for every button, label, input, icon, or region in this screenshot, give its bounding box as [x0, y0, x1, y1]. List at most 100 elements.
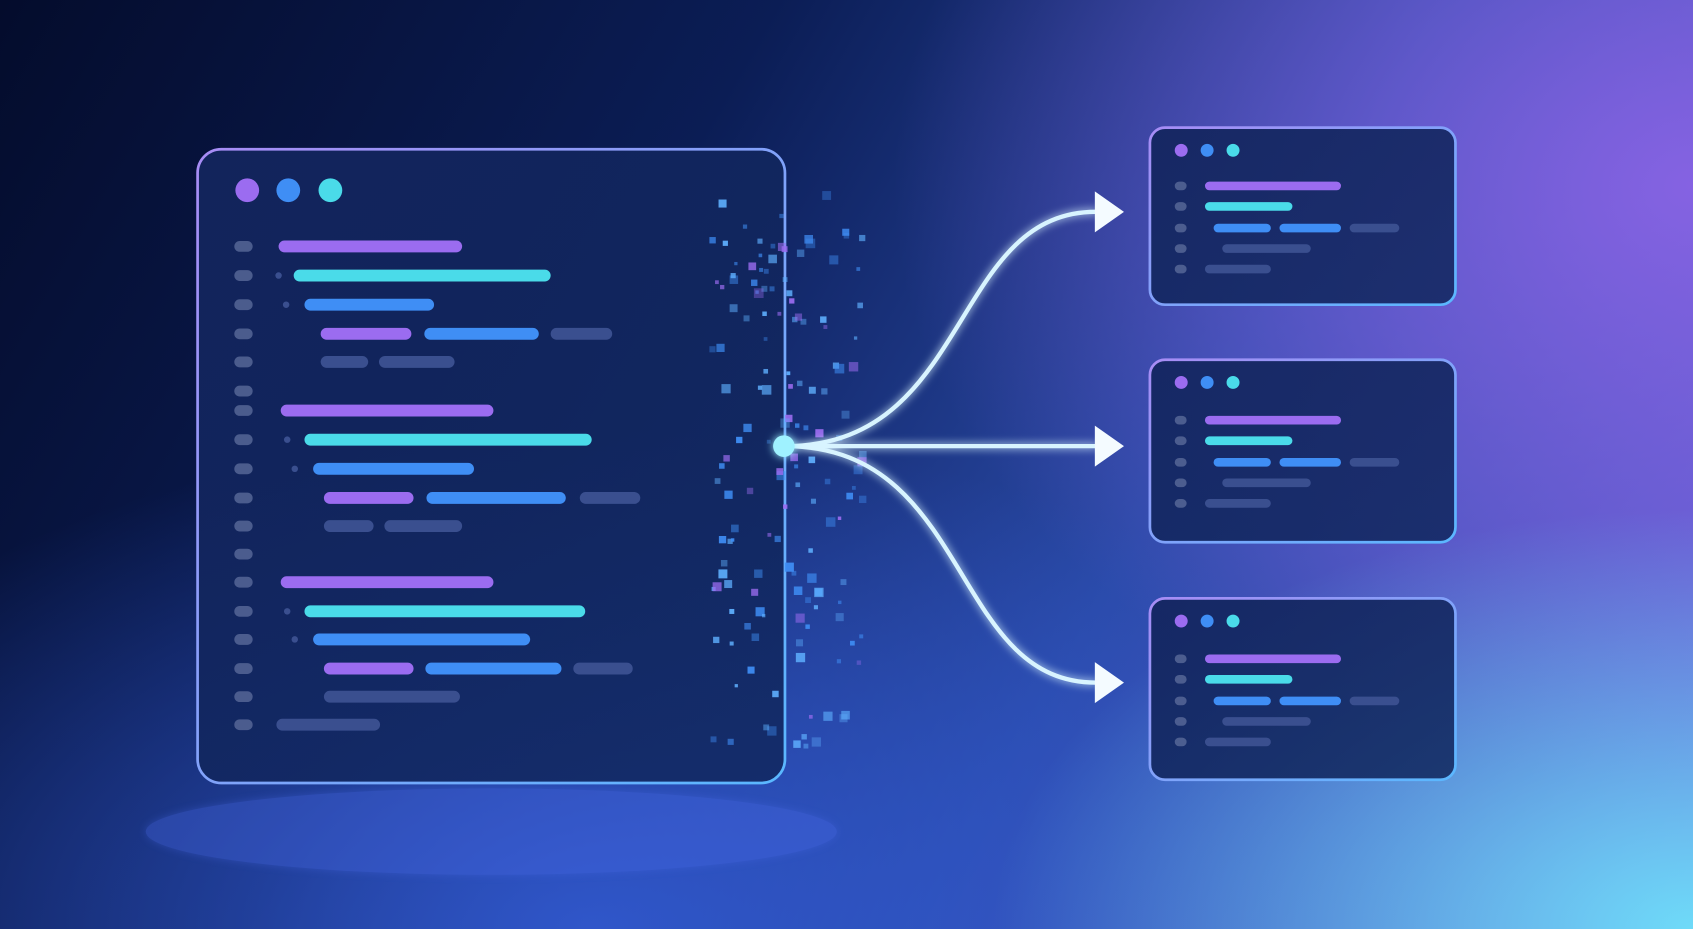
code-line-segment — [378, 355, 455, 368]
code-line — [234, 492, 641, 504]
pixel — [795, 652, 806, 663]
pixel — [759, 267, 764, 272]
pixel — [794, 313, 803, 321]
pixel — [859, 495, 867, 504]
code-line-segment — [1213, 458, 1271, 467]
code-line — [234, 633, 531, 646]
pixel — [709, 346, 716, 353]
pixel — [805, 624, 810, 629]
code-line-segment — [384, 520, 463, 532]
pixel — [763, 724, 770, 731]
pixel — [791, 570, 797, 576]
pixel — [763, 337, 768, 341]
pixel — [801, 734, 807, 740]
line-number-marker — [234, 548, 253, 560]
pixel — [808, 456, 816, 464]
code-line-segment — [278, 240, 463, 253]
code-line-segment — [320, 327, 412, 340]
pixel — [722, 240, 728, 246]
purple-dot-icon — [1174, 143, 1188, 157]
line-number-marker — [234, 328, 253, 340]
arrow-right-icon — [1094, 662, 1124, 704]
code-line — [234, 462, 474, 475]
pixel — [758, 253, 763, 258]
pixel — [810, 498, 816, 504]
pixel — [794, 464, 799, 469]
pixel — [721, 384, 731, 394]
pixel — [853, 336, 858, 340]
pixel — [841, 710, 850, 720]
line-number-marker — [1174, 181, 1187, 191]
pixel — [793, 586, 803, 595]
code-line — [234, 433, 592, 446]
source-code-lines — [234, 240, 641, 731]
window-frame — [1148, 126, 1457, 307]
pixel — [719, 463, 725, 469]
pixel — [820, 316, 827, 323]
pixel — [836, 659, 842, 664]
code-line-segment — [573, 662, 633, 675]
pixel — [803, 425, 809, 431]
pixel — [822, 191, 832, 200]
cyan-dot-icon — [1226, 614, 1240, 628]
code-line — [234, 298, 435, 311]
pixel — [718, 569, 728, 579]
line-number-marker — [1174, 458, 1187, 467]
pixel — [730, 273, 736, 279]
code-line-segment — [425, 662, 562, 675]
pixel — [835, 613, 844, 622]
pixel — [796, 249, 805, 257]
pixel — [712, 582, 722, 592]
pixel — [718, 535, 727, 544]
code-line-segment — [280, 576, 494, 589]
pixel — [837, 516, 842, 520]
code-line — [234, 404, 494, 417]
line-number-marker — [234, 240, 253, 252]
indent-dot — [291, 465, 299, 473]
code-line-segment — [1213, 223, 1271, 233]
pixel — [720, 559, 728, 567]
floor-reflection — [145, 788, 837, 875]
pixel — [846, 492, 853, 500]
pixel — [807, 573, 817, 583]
code-line-segment — [1349, 223, 1400, 233]
line-number-marker — [234, 434, 253, 446]
pixel — [813, 605, 818, 610]
code-line — [234, 548, 253, 560]
blue-dot-icon — [1200, 614, 1214, 628]
pixel — [859, 234, 866, 242]
indent-dot — [283, 436, 291, 443]
pixel — [761, 385, 772, 395]
pixel — [734, 684, 738, 688]
pixel — [710, 736, 717, 743]
line-number-marker — [234, 405, 253, 416]
pixel — [743, 423, 752, 433]
pixel — [716, 343, 725, 352]
code-line-segment — [313, 633, 531, 646]
code-line-segment — [293, 269, 551, 282]
code-line-segment — [550, 327, 613, 340]
pixel — [727, 538, 733, 544]
code-line — [234, 662, 633, 675]
pixel — [729, 608, 735, 614]
code-line-segment — [1222, 478, 1311, 488]
line-number-marker — [234, 719, 253, 731]
line-number-marker — [1174, 244, 1187, 253]
code-line — [234, 520, 463, 532]
pixel — [715, 280, 719, 285]
line-number-marker — [1174, 717, 1187, 726]
pixel — [720, 284, 725, 290]
line-number-marker — [234, 270, 253, 281]
line-number-marker — [234, 605, 253, 617]
code-line-segment — [313, 462, 474, 475]
split-code-window — [1148, 358, 1457, 544]
line-number-marker — [234, 492, 253, 504]
pixel — [851, 485, 856, 490]
pixel — [724, 580, 733, 589]
code-line — [234, 576, 494, 589]
pixel — [774, 535, 781, 543]
pixel — [751, 279, 758, 286]
line-number-marker — [234, 356, 253, 368]
code-line-segment — [304, 298, 435, 311]
indent-dot — [291, 636, 299, 643]
